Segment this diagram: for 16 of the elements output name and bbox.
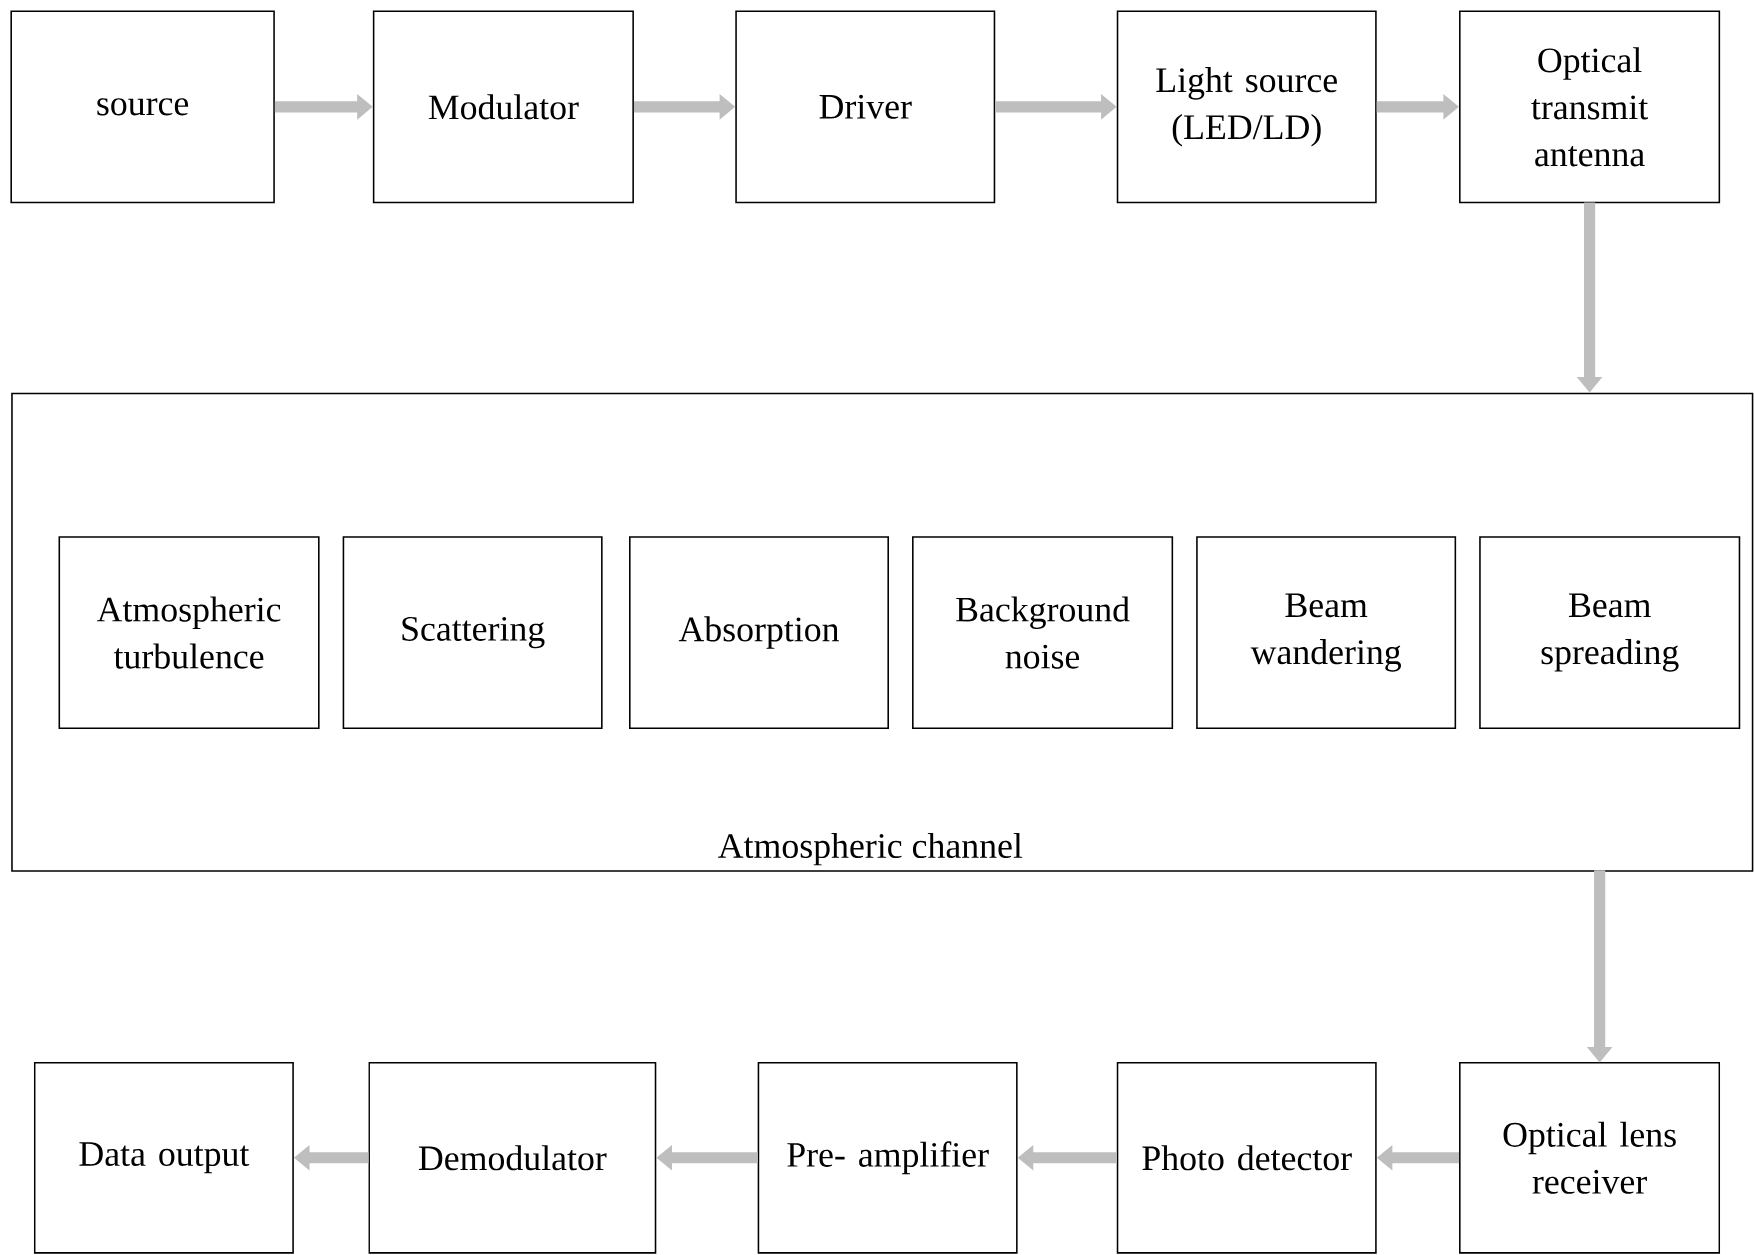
process-box: Background noise — [912, 536, 1174, 729]
process-box: Atmospheric turbulence — [58, 536, 320, 729]
process-box: Modulator — [372, 10, 634, 204]
process-box: Demodulator — [368, 1061, 657, 1254]
process-box: Absorption — [629, 536, 889, 729]
process-box: Pre- amplifier — [757, 1061, 1018, 1254]
process-box: Optical transmit antenna — [1459, 10, 1721, 204]
process-box: Data output — [33, 1061, 294, 1254]
process-box: Photo detector — [1116, 1061, 1377, 1254]
process-box: Scattering — [342, 536, 603, 729]
process-box: Beam wandering — [1196, 536, 1457, 729]
process-box: source — [10, 10, 275, 204]
process-box: Light source (LED/LD) — [1116, 10, 1377, 204]
process-box: Driver — [735, 10, 996, 204]
process-box: Beam spreading — [1479, 536, 1741, 729]
process-box: Optical lens receiver — [1459, 1061, 1721, 1254]
